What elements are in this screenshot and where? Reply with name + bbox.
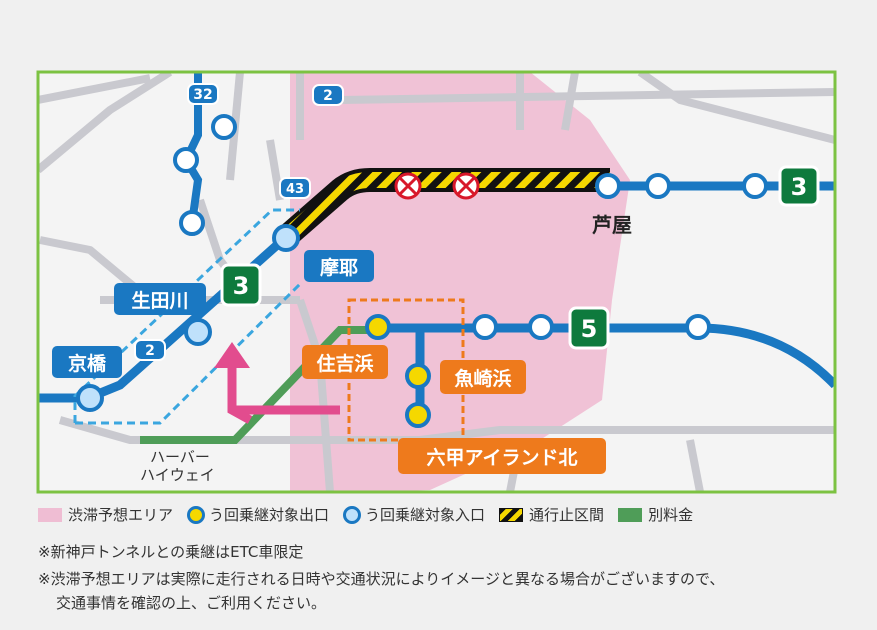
node-east-1 (645, 173, 671, 199)
note-3: 交通事情を確認の上、ご利用ください。 (56, 594, 327, 612)
svg-text:住吉浜: 住吉浜 (316, 352, 373, 375)
node-r32-c (179, 210, 205, 236)
svg-text:32: 32 (193, 87, 212, 103)
route-map: 32 2 43 2 3 3 5 芦屋 摩耶 生田川 京橋 住吉浜 (36, 70, 837, 494)
legend: 渋滞予想エリア う回乗継対象出口 う回乗継対象入口 通行止区間 別料金 (38, 504, 707, 525)
node-r5-c (685, 314, 711, 340)
node-east-2 (742, 173, 768, 199)
route-32-shield: 32 (187, 83, 219, 105)
svg-text:魚崎浜: 魚崎浜 (454, 367, 511, 390)
label-kyobashi: 京橋 (52, 346, 122, 378)
closure-icon-1 (394, 172, 422, 200)
node-ashiya (595, 173, 621, 199)
toll-swatch (618, 507, 643, 522)
svg-text:六甲アイランド北: 六甲アイランド北 (426, 446, 577, 469)
legend-exit: う回乗継対象出口 (187, 504, 329, 525)
label-maya: 摩耶 (304, 250, 374, 282)
closed-section (279, 172, 610, 245)
closed-swatch (499, 507, 524, 522)
node-rokko-north (405, 402, 431, 428)
svg-text:2: 2 (323, 88, 333, 104)
harbor-highway-line (140, 326, 380, 444)
legend-entry: う回乗継対象入口 (343, 504, 485, 525)
route-2-shield: 2 (312, 84, 344, 106)
legend-closed: 通行止区間 (499, 504, 604, 525)
svg-text:43: 43 (286, 182, 304, 197)
label-harbor-2: ハイウェイ (140, 466, 215, 484)
node-sumiyoshihama (365, 314, 391, 340)
legend-congestion: 渋滞予想エリア (38, 504, 173, 525)
hwy-3-shield-west: 3 (220, 263, 262, 307)
node-r5-a (472, 314, 498, 340)
route-2b-shield: 2 (134, 339, 166, 361)
hwy-3-shield-east: 3 (778, 165, 820, 207)
node-maya (272, 224, 300, 252)
arrow-head (214, 342, 250, 368)
hwy-5-shield: 5 (568, 306, 610, 350)
node-uozakihama (405, 363, 431, 389)
svg-text:3: 3 (233, 272, 250, 300)
node-r5-b (528, 314, 554, 340)
label-uozakihama: 魚崎浜 (440, 360, 526, 394)
note-2: ※渋滞予想エリアは実際に走行される日時や交通状況によりイメージと異なる場合がござ… (38, 570, 725, 588)
tunnel-bracket-inner (75, 282, 302, 425)
label-ikutagawa: 生田川 (114, 283, 206, 315)
svg-text:生田川: 生田川 (131, 289, 188, 312)
node-ikutagawa (184, 318, 212, 346)
label-sumiyoshihama: 住吉浜 (302, 345, 388, 379)
node-r32-a (211, 114, 237, 140)
closure-icon-2 (452, 172, 480, 200)
svg-text:2: 2 (145, 343, 155, 359)
svg-text:京橋: 京橋 (68, 352, 107, 375)
map-frame-border (36, 70, 837, 494)
exit-dot-icon (187, 505, 206, 524)
entry-points (76, 114, 768, 428)
route-43-shield: 43 (279, 177, 311, 199)
label-harbor-1: ハーバー (150, 448, 210, 466)
note-1: ※新神戸トンネルとの乗継はETC車限定 (38, 543, 304, 561)
congestion-swatch (38, 507, 62, 522)
svg-text:摩耶: 摩耶 (320, 256, 358, 279)
label-ashiya: 芦屋 (592, 213, 632, 237)
node-kyobashi (76, 384, 104, 412)
legend-toll: 別料金 (618, 504, 693, 525)
label-rokko-north: 六甲アイランド北 (398, 438, 606, 474)
svg-text:5: 5 (581, 315, 598, 343)
node-r32-b (173, 147, 199, 173)
svg-text:3: 3 (791, 173, 808, 201)
entry-dot-icon (343, 505, 362, 524)
